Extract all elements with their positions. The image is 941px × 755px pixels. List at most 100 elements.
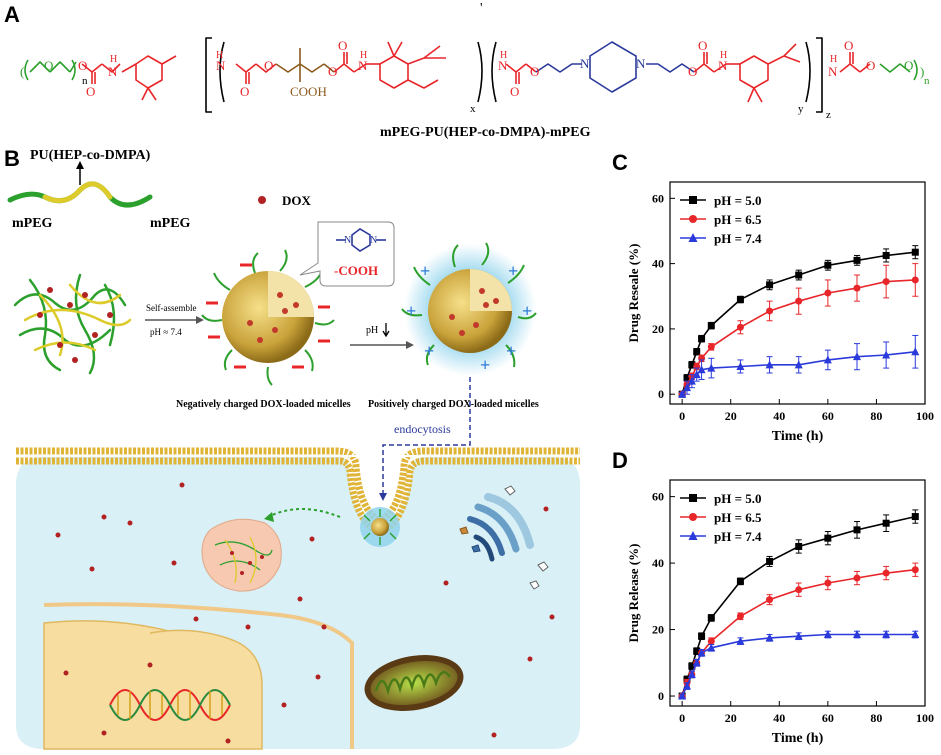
x-tick-label: 0 [679, 409, 685, 423]
data-point [736, 577, 744, 585]
svg-text:O: O [530, 64, 539, 79]
panel-label-d: D [612, 448, 628, 473]
svg-text:O: O [338, 38, 347, 53]
data-point [882, 519, 890, 527]
svg-text:O: O [240, 84, 249, 99]
subscript-x: x [470, 103, 476, 115]
self-assemble-label: Self-assemble [146, 303, 196, 313]
svg-text:N: N [718, 58, 728, 73]
data-point [911, 276, 919, 284]
y-axis-label: Drug Reseale (%) [626, 244, 641, 343]
data-point [688, 662, 696, 670]
y-tick-label: 40 [652, 556, 664, 570]
data-point [683, 374, 691, 382]
svg-text:N: N [370, 235, 377, 246]
subscript-y: y [798, 103, 804, 115]
svg-text:N: N [216, 58, 226, 73]
structure-caption: mPEG-PU(HEP-co-DMPA)-mPEG [380, 125, 591, 140]
dox-dot-icon [258, 196, 266, 204]
data-point [853, 256, 861, 264]
svg-text:+: + [420, 261, 430, 281]
legend-label: pH = 5.0 [714, 193, 762, 208]
nucleus [43, 602, 354, 750]
data-point [707, 614, 715, 622]
data-point [882, 630, 891, 639]
legend-marker [689, 494, 697, 502]
legend-marker [688, 531, 698, 540]
ph-74-label: pH ≈ 7.4 [150, 327, 182, 337]
data-point [911, 347, 920, 356]
negative-micelle-caption: Negatively charged DOX-loaded micelles [176, 399, 351, 410]
data-point [707, 643, 716, 652]
data-point [697, 365, 706, 374]
svg-text:N: N [580, 56, 590, 71]
x-tick-label: 20 [725, 711, 737, 725]
panel-label-b: B [4, 146, 20, 171]
series [678, 334, 920, 398]
data-point [707, 322, 715, 330]
svg-text:O: O [44, 58, 53, 73]
svg-text:H: H [216, 50, 223, 61]
x-tick-label: 40 [773, 409, 785, 423]
data-point [683, 681, 691, 690]
svg-text:O: O [264, 58, 273, 73]
data-point [853, 352, 861, 361]
y-tick-label: 20 [652, 623, 664, 637]
svg-text:O: O [904, 58, 913, 73]
data-point [736, 296, 744, 304]
polymer-tangle [13, 273, 132, 375]
data-point [766, 307, 774, 315]
data-point [736, 636, 745, 645]
svg-text:O: O [328, 64, 337, 79]
x-tick-label: 80 [870, 711, 882, 725]
data-point [765, 633, 774, 642]
prime-mark: ' [480, 1, 483, 16]
series [678, 562, 919, 700]
svg-text:+: + [522, 301, 532, 321]
legend-label: pH = 5.0 [714, 491, 762, 506]
svg-text:N: N [344, 235, 351, 246]
data-point [692, 658, 701, 667]
y-axis-label: Drug Release (%) [626, 544, 641, 643]
data-point [697, 648, 706, 657]
dox-label: DOX [282, 193, 312, 208]
data-point [736, 612, 744, 620]
svg-text:O: O [86, 84, 95, 99]
legend-label: pH = 6.5 [714, 510, 762, 525]
data-point [795, 542, 803, 550]
svg-text:+: + [480, 355, 490, 375]
micelle-schematic: PU(HEP-co-DMPA) mPEG mPEG DOX Self-assem… [7, 148, 580, 750]
down-arrow-icon [382, 323, 390, 338]
x-tick-label: 80 [870, 409, 882, 423]
y-tick-label: 0 [658, 387, 664, 401]
svg-text:N: N [358, 58, 368, 73]
y-tick-label: 60 [652, 191, 664, 205]
data-point [911, 630, 920, 639]
mitochondrion-icon [364, 655, 464, 711]
positive-micelle: ++ ++ ++ + [401, 242, 537, 376]
y-tick-label: 40 [652, 257, 664, 271]
data-point [687, 376, 696, 385]
polymer-label: PU(HEP-co-DMPA) [30, 148, 151, 163]
data-point [678, 389, 687, 398]
svg-text:N: N [828, 64, 838, 79]
data-point [707, 637, 715, 645]
data-point [824, 261, 832, 269]
data-point [692, 370, 701, 379]
x-axis-label: Time (h) [772, 731, 824, 746]
golgi-apparatus [467, 493, 534, 562]
legend-label: pH = 7.4 [714, 529, 762, 544]
data-point [795, 297, 803, 305]
legend-label: pH = 6.5 [714, 212, 762, 227]
data-point [882, 350, 891, 359]
data-point [766, 281, 774, 289]
svg-text:H: H [110, 54, 117, 65]
dna-icon [109, 689, 231, 721]
mpeg-right-label: mPEG [150, 216, 191, 231]
x-tick-label: 60 [822, 409, 834, 423]
endosome [201, 518, 282, 592]
x-tick-label: 100 [916, 711, 934, 725]
legend-marker [688, 233, 698, 242]
svg-text:O: O [866, 58, 875, 73]
